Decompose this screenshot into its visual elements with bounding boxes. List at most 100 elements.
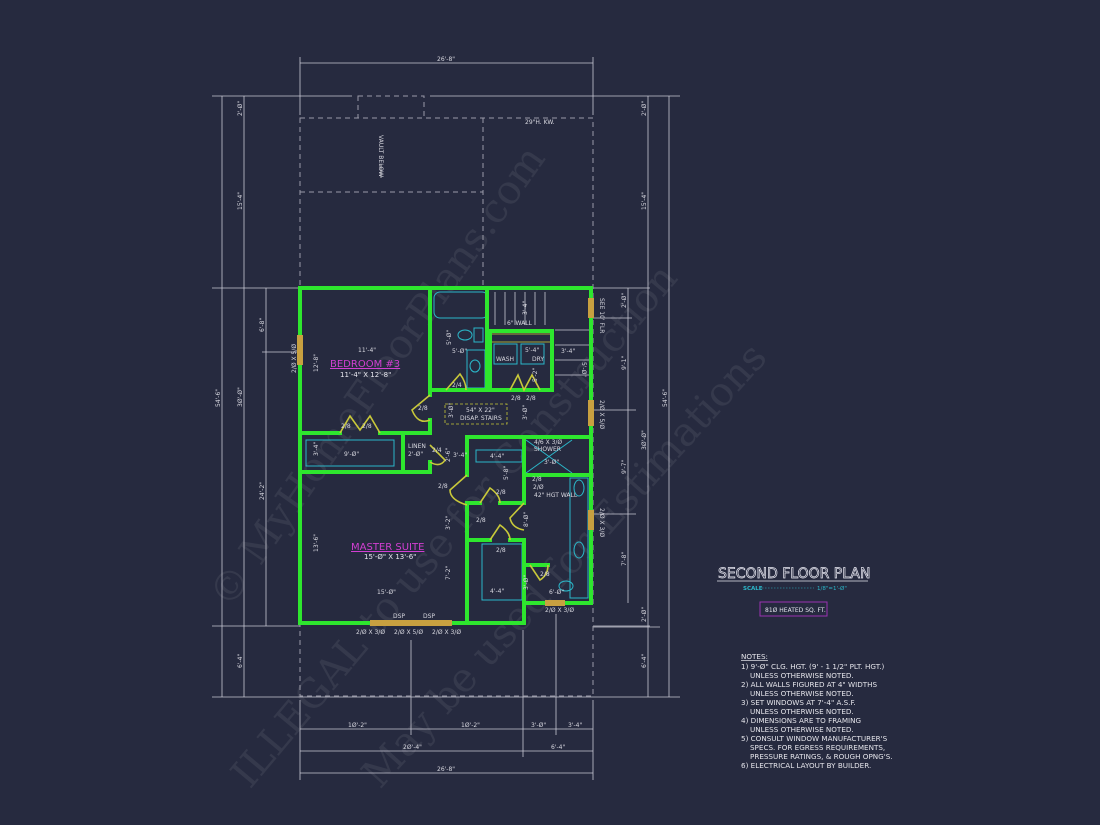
wall-height-label: 42" HGT WALL [534, 492, 578, 499]
dim-right: 6'-4" [641, 654, 648, 668]
door-size-labels: 2/4 2/8 2/8 2/8 2/8 2/8 2/4 2/8 2/8 2/8 … [341, 382, 550, 578]
dim-right: 2'-Ø" [641, 607, 648, 622]
closet-rod [305, 439, 395, 467]
linen-label: LINEN [408, 443, 426, 450]
note-line: 5) CONSULT WINDOW MANUFACTURER'S [741, 734, 888, 743]
attic-stairs-size: 54" X 22" [466, 407, 495, 414]
dryer-label: DRY [532, 356, 544, 363]
heated-sqft: 81Ø HEATED SQ. FT. [765, 607, 826, 614]
window-bottom [370, 620, 452, 626]
dsp-label: DSP [393, 613, 405, 620]
dim-top: 26'-8" [437, 56, 455, 63]
door-size: 2/Ø [533, 484, 544, 491]
note-line: 4) DIMENSIONS ARE TO FRAMING [741, 716, 861, 725]
note-line: UNLESS OTHERWISE NOTED. [750, 725, 854, 734]
toilet-tank [473, 327, 484, 343]
door-size: 2/8 [496, 547, 506, 554]
interior-dimensions: 11'-4" 12'-8" 9'-Ø" 3'-4" 5'-Ø" 5'-Ø" 5'… [313, 301, 587, 596]
window-size: 2/Ø X 5/Ø [394, 629, 423, 636]
sqft-box [759, 601, 828, 617]
doors [339, 372, 549, 582]
dim-right: 9'-7" [621, 460, 628, 474]
dim-text: 5'-4" [525, 347, 539, 354]
laundry-door [509, 373, 541, 392]
dim-text: 3'-Ø" [448, 403, 455, 418]
stair-treads [494, 292, 591, 376]
dim-text: 6'-Ø" [549, 589, 564, 596]
sink-icon [573, 479, 585, 497]
dim-text: 13'-6" [313, 534, 320, 552]
dim-text: 7'-2" [445, 566, 452, 580]
dim-text: 3'-Ø" [523, 575, 530, 590]
door-size: 2/8 [476, 517, 486, 524]
plan-title: SECOND FLOOR PLAN [718, 566, 870, 582]
sink-icon [469, 359, 481, 373]
dim-left: 54'-6" [215, 389, 222, 407]
windows [297, 298, 594, 626]
scale-value: 1/8"=1'-Ø" [817, 585, 847, 592]
door-size: 2/8 [496, 489, 506, 496]
attic-stairs-label: DISAP. STAIRS [460, 415, 502, 422]
note-line: UNLESS OTHERWISE NOTED. [750, 707, 854, 716]
window-size: 2/Ø X 5/Ø [291, 344, 298, 373]
door-size: 2/8 [418, 405, 428, 412]
dim-bottom: 3'-4" [568, 722, 582, 729]
walls [298, 286, 593, 625]
watermark: © MyHomeFloorPlans.com ILLEGAL to use fo… [201, 137, 777, 796]
window-right-3 [588, 510, 594, 530]
dim-bottom: 1Ø'-2" [348, 722, 367, 729]
dim-text: 5'-Ø" [446, 330, 453, 345]
dim-text: 5'-2" [532, 368, 539, 382]
window-size: 2/Ø X 3/Ø [598, 508, 605, 537]
shower-size: 4/6 X 3/Ø [534, 439, 562, 446]
door-size: 2/8 [511, 395, 521, 402]
plan-labels: LINEN 2'-Ø" 54" X 22" DISAP. STAIRS WASH… [291, 298, 605, 636]
vault-below-label: VAULT BELOW [377, 135, 384, 177]
room-name-master: MASTER SUITE [351, 542, 424, 553]
window-left [297, 335, 303, 365]
sink-icon [573, 541, 585, 559]
note-line: 2) ALL WALLS FIGURED AT 4" WIDTHS [741, 680, 878, 689]
bedroom-door [411, 394, 431, 423]
scale-label: SCALE [743, 586, 763, 592]
attic-stairs [444, 403, 508, 425]
wall-label: 6" WALL [507, 320, 533, 327]
room-size-bedroom3: 11'-4" X 12'-8" [340, 371, 391, 379]
window-bath [545, 600, 565, 606]
door-size: 2/8 [532, 476, 542, 483]
door-size: 2/8 [341, 423, 351, 430]
dim-left: 2'-Ø" [237, 101, 244, 116]
notes-heading: NOTES: [741, 652, 768, 661]
bath-door [445, 372, 467, 391]
dim-bottom: 1Ø'-2" [461, 722, 480, 729]
dim-bottom: 26'-8" [437, 766, 455, 773]
dim-text: 3'-4" [561, 348, 575, 355]
exterior-dimensions: 26'-8" 1Ø'-2" 1Ø'-2" 3'-Ø" 3'-4" 2Ø'-4" … [215, 56, 669, 773]
door-size: 2/8 [438, 483, 448, 490]
door-size: 2/8 [540, 571, 550, 578]
window-size: 2/Ø X 5/Ø [598, 400, 605, 429]
knee-wall-label: 29"H. KW. [525, 119, 555, 126]
note-line: 3) SET WINDOWS AT 7'-4" A.S.F. [741, 698, 856, 707]
master-vanity-icon [569, 477, 589, 599]
washer-label: WASH [496, 356, 514, 363]
window-size: 2/Ø X 3/Ø [432, 629, 461, 636]
dim-text: 3'-Ø" [522, 405, 529, 420]
wic2-door [489, 523, 511, 541]
dim-text: 3'-4" [313, 442, 320, 456]
note-line: UNLESS OTHERWISE NOTED. [750, 689, 854, 698]
dim-text: 3'-Ø" [544, 459, 559, 466]
dim-bottom: 2Ø'-4" [403, 744, 422, 751]
dim-right: 3Ø'-Ø" [641, 430, 648, 450]
note-line: UNLESS OTHERWISE NOTED. [750, 671, 854, 680]
room-size-master: 15'-Ø" X 13'-6" [364, 553, 416, 561]
window-right-1 [588, 298, 594, 318]
toilet-icon [558, 580, 574, 592]
dim-text: 2'-6" [445, 448, 452, 462]
shower-x2 [525, 439, 573, 474]
dim-text: 4'-4" [490, 453, 504, 460]
door-size: 2/8 [362, 423, 372, 430]
title-block: SECOND FLOOR PLAN SCALE 1/8"=1'-Ø" 81Ø H… [717, 566, 893, 770]
dim-text: 5'-8" [503, 466, 510, 480]
